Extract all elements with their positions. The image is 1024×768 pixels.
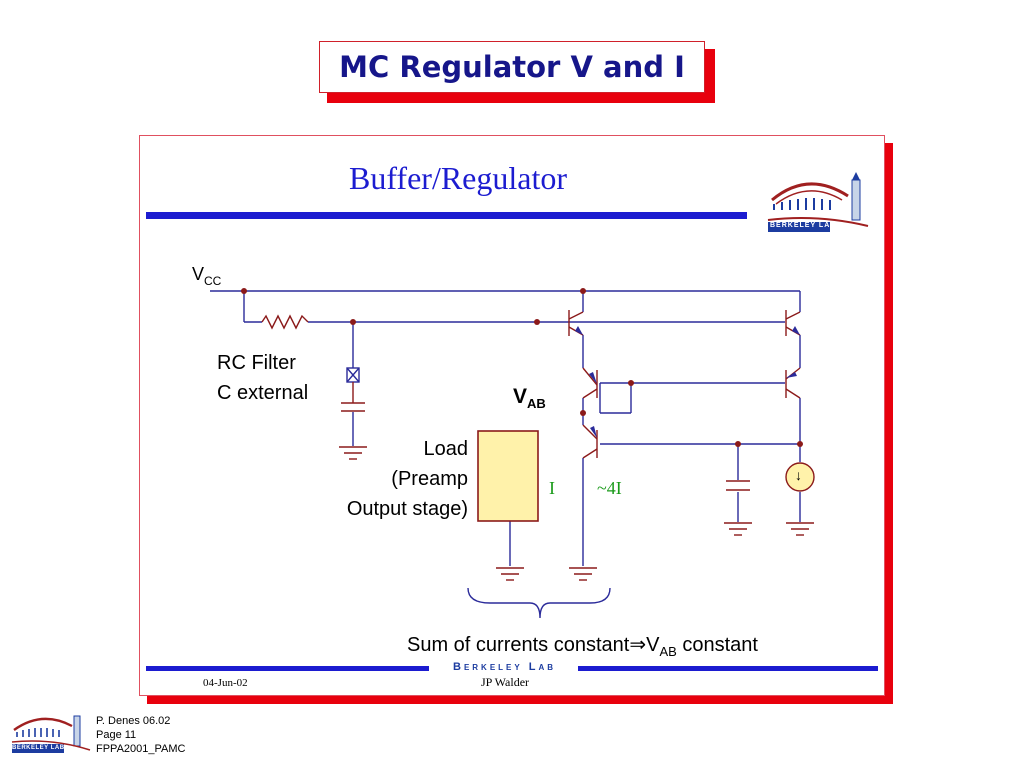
panel-heading: Buffer/Regulator — [349, 160, 568, 196]
corner-berkeley-logo — [11, 715, 91, 753]
footer-bar-left — [146, 666, 429, 671]
current-source-arrow: ↓ — [795, 467, 802, 483]
footer-logo-band — [430, 662, 578, 674]
slide-title: MC Regulator V and I — [339, 50, 685, 84]
load-block — [477, 430, 539, 522]
title-box: MC Regulator V and I — [319, 41, 705, 93]
vcc-label: VCC — [192, 264, 222, 288]
panel-logo-text: BERKELEY LAB — [770, 222, 837, 229]
footer-logo-text: Berkeley Lab — [453, 661, 557, 673]
footer-date: 04-Jun-02 — [203, 677, 248, 689]
current-source — [785, 462, 815, 492]
current-4i-label: ~4I — [597, 478, 622, 498]
heading-underline — [146, 212, 747, 219]
berkeley-lab-logo — [767, 172, 869, 232]
ground-symbol — [339, 446, 367, 460]
footer-bar-right — [578, 666, 878, 671]
rc-filter-label: RC Filter C external — [217, 352, 309, 404]
corner-logo-text: BERKELEY LAB — [12, 745, 65, 751]
current-i-label: I — [549, 478, 555, 498]
footer-author: JP Walder — [481, 675, 530, 689]
load-label: Load (Preamp Output stage) — [346, 438, 468, 520]
footnote: P. Denes 06.02 Page 11 FPPA2001_PAMC — [96, 715, 186, 755]
summary-label: Sum of currents constant⇒VAB constant — [407, 634, 758, 659]
vab-label: VAB — [513, 385, 546, 411]
